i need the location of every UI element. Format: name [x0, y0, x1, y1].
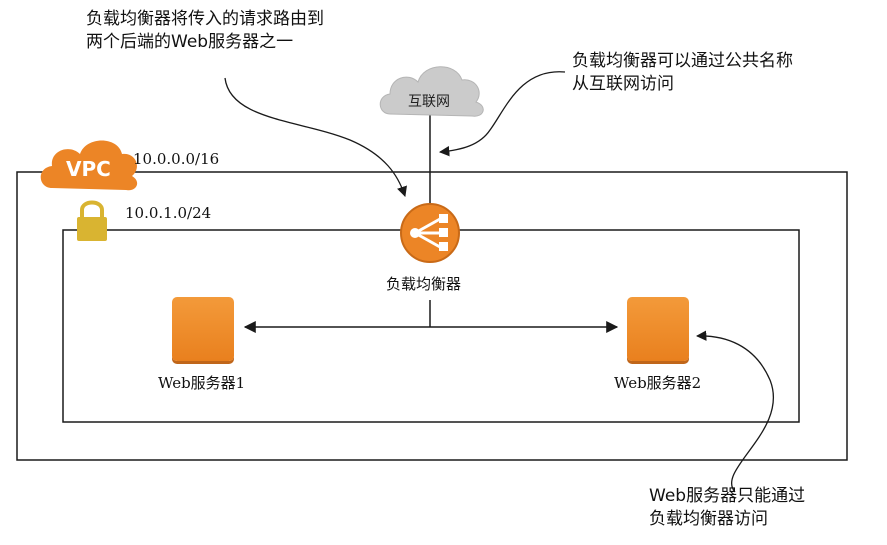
- callout-routing-line1: 负载均衡器将传入的请求路由到: [86, 9, 324, 29]
- callout-arrow-lb-only: [695, 330, 774, 493]
- web-server-1-icon: [172, 297, 234, 361]
- internet-label: 互联网: [408, 94, 450, 110]
- vpc-cloud-icon: [40, 140, 138, 191]
- web-server-1-label: Web服务器1: [158, 374, 246, 392]
- callout-lb-only: Web服务器只能通过 负载均衡器访问: [649, 485, 805, 531]
- internet-cloud-icon: [379, 66, 484, 117]
- lock-icon: [77, 200, 107, 241]
- callout-public-name-line1: 负载均衡器可以通过公共名称: [572, 51, 793, 71]
- callout-arrow-public-name: [438, 71, 566, 157]
- vpc-cidr: 10.0.0.0/16: [133, 150, 220, 168]
- load-balancer-label: 负载均衡器: [386, 275, 462, 293]
- web-server-2-icon: [627, 297, 689, 361]
- callout-arrow-routing: [224, 77, 407, 197]
- callout-lb-only-line2: 负载均衡器访问: [649, 509, 768, 529]
- callout-routing: 负载均衡器将传入的请求路由到 两个后端的Web服务器之一: [86, 8, 324, 54]
- callout-lb-only-line1: Web服务器只能通过: [649, 486, 806, 506]
- vpc-badge-label: VPC: [66, 157, 111, 181]
- callout-public-name-line2: 从互联网访问: [572, 74, 674, 94]
- web-server-2-label: Web服务器2: [614, 374, 702, 392]
- callout-routing-line2: 两个后端的Web服务器之一: [86, 32, 294, 52]
- callout-public-name: 负载均衡器可以通过公共名称 从互联网访问: [572, 50, 793, 96]
- load-balancer-icon: [400, 203, 460, 263]
- vpc-boundary: [16, 171, 848, 461]
- subnet-cidr: 10.0.1.0/24: [125, 204, 212, 222]
